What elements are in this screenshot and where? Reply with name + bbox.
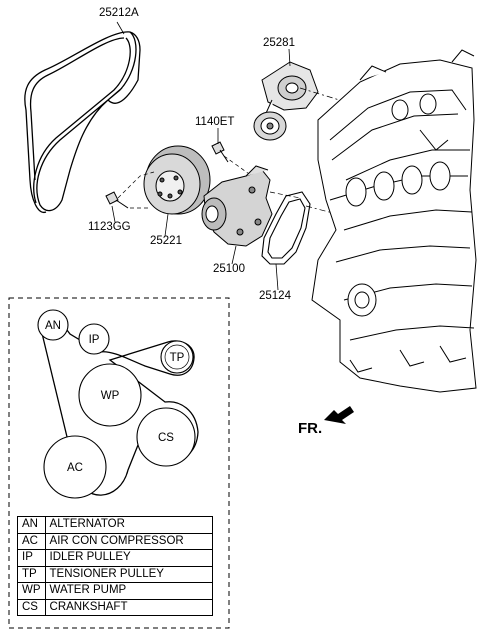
legend-description: CRANKSHAFT bbox=[44, 598, 213, 616]
legend-code: AC bbox=[17, 532, 46, 550]
legend-description: AIR CON COMPRESSOR bbox=[44, 532, 213, 550]
label-25281[interactable]: 25281 bbox=[263, 37, 295, 49]
tensioner-assembly[interactable] bbox=[253, 61, 319, 141]
front-direction-label: FR. bbox=[298, 420, 323, 437]
legend-code: TP bbox=[17, 565, 46, 583]
label-1140et[interactable]: 1140ET bbox=[195, 116, 235, 128]
pulley-ac: AC bbox=[43, 435, 107, 499]
legend-code: AN bbox=[17, 516, 46, 534]
label-1123gg[interactable]: 1123GG bbox=[88, 221, 131, 233]
label-25212a[interactable]: 25212A bbox=[99, 7, 139, 19]
bolt-1140et[interactable] bbox=[211, 141, 229, 163]
leader-lines bbox=[111, 21, 291, 291]
pulley-cs: CS bbox=[136, 407, 196, 467]
bolt-1123gg[interactable] bbox=[105, 191, 129, 209]
legend-code: CS bbox=[17, 598, 46, 616]
label-25124[interactable]: 25124 bbox=[259, 290, 291, 302]
legend-description: TENSIONER PULLEY bbox=[44, 565, 213, 583]
label-25221[interactable]: 25221 bbox=[150, 235, 182, 247]
pulley-wp: WP bbox=[78, 363, 142, 427]
pulley-an-label: AN bbox=[45, 320, 61, 332]
pulley-tp: TP bbox=[160, 340, 194, 374]
pulley-ip: IP bbox=[78, 323, 110, 355]
pulley-wp-label: WP bbox=[101, 390, 120, 402]
legend-description: WATER PUMP bbox=[44, 582, 213, 600]
idler-pulley-25221[interactable] bbox=[143, 145, 211, 215]
front-direction-arrow bbox=[324, 406, 354, 424]
belt-routing-path bbox=[39, 320, 199, 496]
engine-block bbox=[311, 49, 477, 393]
pulley-an: AN bbox=[37, 309, 69, 341]
serpentine-belt[interactable] bbox=[24, 31, 141, 213]
label-25100[interactable]: 25100 bbox=[213, 263, 245, 275]
pulley-ac-label: AC bbox=[67, 462, 83, 474]
pulley-cs-label: CS bbox=[158, 432, 174, 444]
legend-description: ALTERNATOR bbox=[44, 516, 213, 534]
water-pump-25100[interactable] bbox=[201, 165, 273, 247]
pulley-tp-label: TP bbox=[170, 352, 185, 364]
pulley-ip-label: IP bbox=[89, 334, 100, 346]
legend-code: WP bbox=[17, 582, 46, 600]
legend-description: IDLER PULLEY bbox=[44, 549, 213, 567]
gasket-25124[interactable] bbox=[261, 191, 311, 265]
legend-code: IP bbox=[17, 549, 46, 567]
belt-routing-box bbox=[8, 297, 230, 629]
